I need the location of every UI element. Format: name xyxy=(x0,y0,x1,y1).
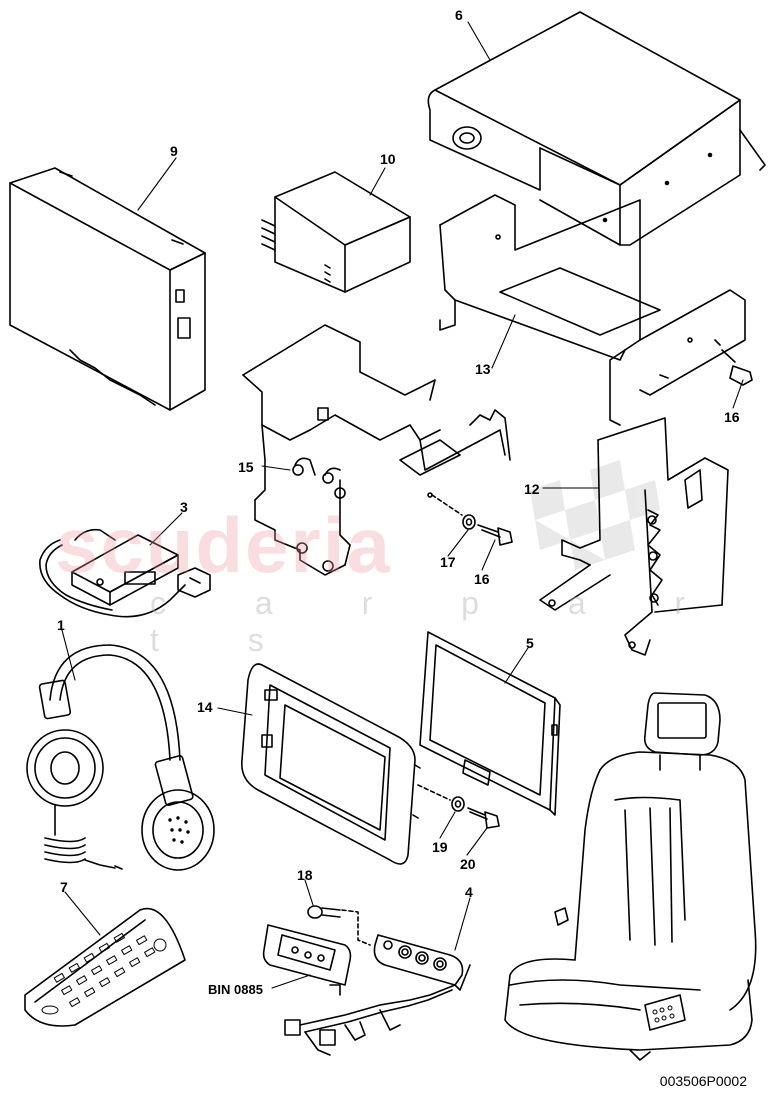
part-20-bolt xyxy=(467,807,500,829)
part-17-washer xyxy=(431,494,476,530)
part-16-bolt-middle xyxy=(477,524,513,546)
part-5-display xyxy=(419,631,561,816)
label-part-16-middle: 16 xyxy=(474,571,490,587)
label-part-10: 10 xyxy=(380,151,396,167)
label-part-12: 12 xyxy=(524,481,540,497)
seat-with-headrest-screen xyxy=(504,692,757,1061)
label-part-19: 19 xyxy=(432,839,448,855)
leader-lines xyxy=(61,21,744,989)
part-18-screw xyxy=(307,905,371,946)
label-part-18: 18 xyxy=(297,867,313,883)
watermark-tagline: c a r p a r t s xyxy=(150,585,726,658)
wiring-harness xyxy=(284,984,456,1056)
label-part-17: 17 xyxy=(440,554,456,570)
label-part-7: 7 xyxy=(60,879,68,895)
label-part-9: 9 xyxy=(170,143,178,159)
label-part-15: 15 xyxy=(238,459,254,475)
part-12-bracket xyxy=(539,417,729,656)
label-part-3: 3 xyxy=(180,499,188,515)
label-connector-bin-0885: BIN 0885 xyxy=(208,982,263,997)
part-10-module xyxy=(261,171,411,293)
part-13-bracket xyxy=(439,194,746,426)
label-part-6: 6 xyxy=(455,7,463,23)
label-part-20: 20 xyxy=(460,856,476,872)
part-15-bracket xyxy=(242,324,511,576)
checkered-flag-watermark xyxy=(530,460,660,570)
part-14-screen-housing xyxy=(241,663,451,865)
label-part-14: 14 xyxy=(197,699,213,715)
label-part-16-top: 16 xyxy=(724,409,740,425)
label-part-4: 4 xyxy=(465,884,473,900)
part-3-control-module xyxy=(39,528,211,618)
part-1-headphones xyxy=(26,644,215,871)
part-9-control-unit xyxy=(9,167,206,411)
drawing-number: 003506P0002 xyxy=(659,1073,747,1089)
label-part-1: 1 xyxy=(57,617,65,633)
part-16-bolt-top xyxy=(714,339,753,386)
watermark-brand: scuderia xyxy=(55,501,392,589)
label-part-13: 13 xyxy=(475,361,491,377)
part-19-washer xyxy=(451,796,465,812)
part-7-remote-control xyxy=(24,907,186,1027)
label-part-5: 5 xyxy=(526,635,534,651)
part-6-dvd-changer xyxy=(427,11,766,246)
connector-socket-bin-0885 xyxy=(262,924,352,996)
part-4-socket-panel xyxy=(373,934,471,991)
